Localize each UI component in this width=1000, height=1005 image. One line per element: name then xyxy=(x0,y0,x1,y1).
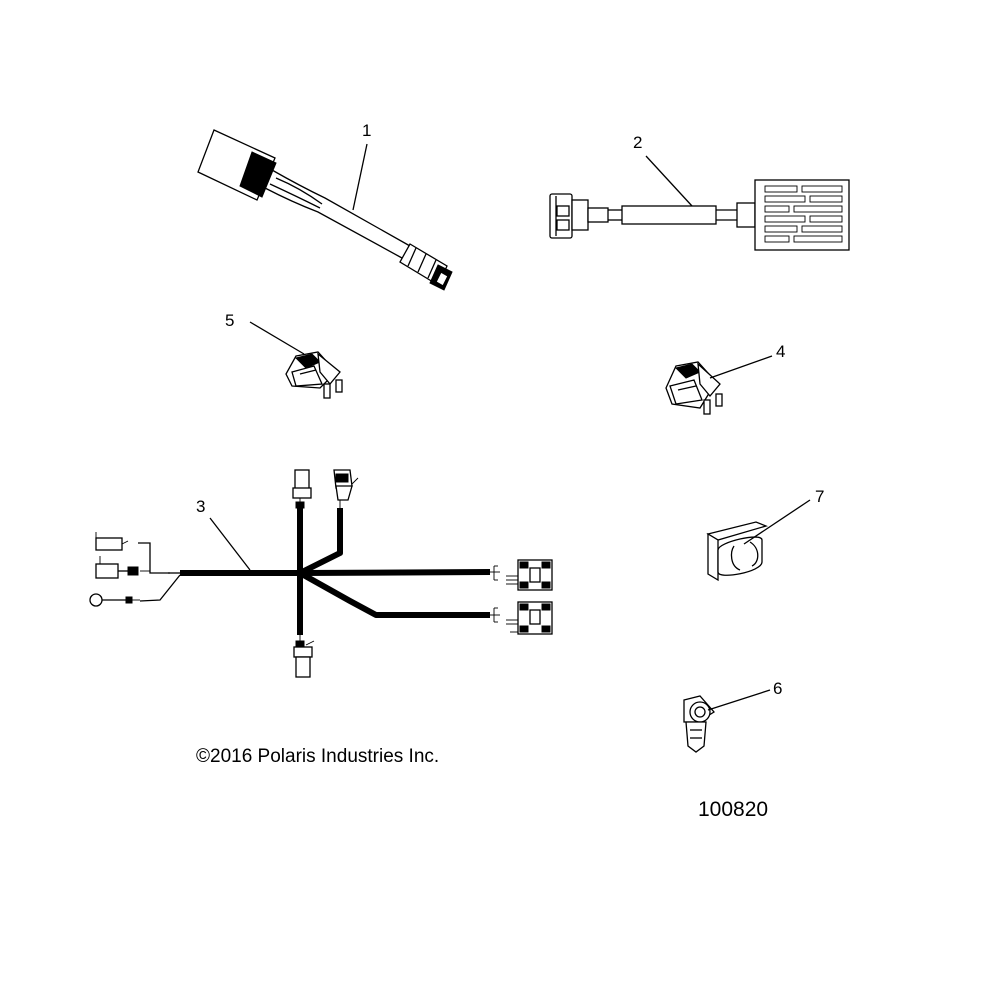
callout-3-label: 3 xyxy=(196,497,205,516)
part-2-heater-element xyxy=(549,179,850,251)
part-7-cable-clip xyxy=(706,521,768,582)
callout-6-label: 6 xyxy=(773,679,782,698)
heater-trace-pattern xyxy=(764,185,843,243)
callout-2-leader xyxy=(645,155,693,207)
callout-6-leader xyxy=(707,689,771,711)
callout-3: 3 xyxy=(196,497,251,571)
part-4-rocker-switch xyxy=(665,361,723,415)
callout-5-leader xyxy=(249,321,305,355)
callout-7-label: 7 xyxy=(815,487,824,506)
callout-7-leader xyxy=(743,499,811,545)
callout-7: 7 xyxy=(743,487,824,545)
callout-2: 2 xyxy=(633,133,693,207)
callout-2-label: 2 xyxy=(633,133,642,152)
diagram-number: 100820 xyxy=(698,798,768,821)
callout-4-leader xyxy=(709,355,773,379)
callout-4-label: 4 xyxy=(776,342,785,361)
callout-5-label: 5 xyxy=(225,311,234,330)
callout-4: 4 xyxy=(709,342,785,379)
callout-1: 1 xyxy=(352,121,371,211)
callout-5: 5 xyxy=(225,311,305,355)
part-3-wiring-harness xyxy=(89,469,553,678)
callout-3-leader xyxy=(209,517,251,571)
part-6-push-fastener xyxy=(683,695,715,753)
part-1-adapter-harness xyxy=(197,129,453,291)
copyright-text: ©2016 Polaris Industries Inc. xyxy=(196,746,439,767)
callout-1-label: 1 xyxy=(362,121,371,140)
part-5-rocker-switch xyxy=(285,351,343,399)
callout-1-leader xyxy=(352,143,368,211)
callout-6: 6 xyxy=(707,679,782,711)
